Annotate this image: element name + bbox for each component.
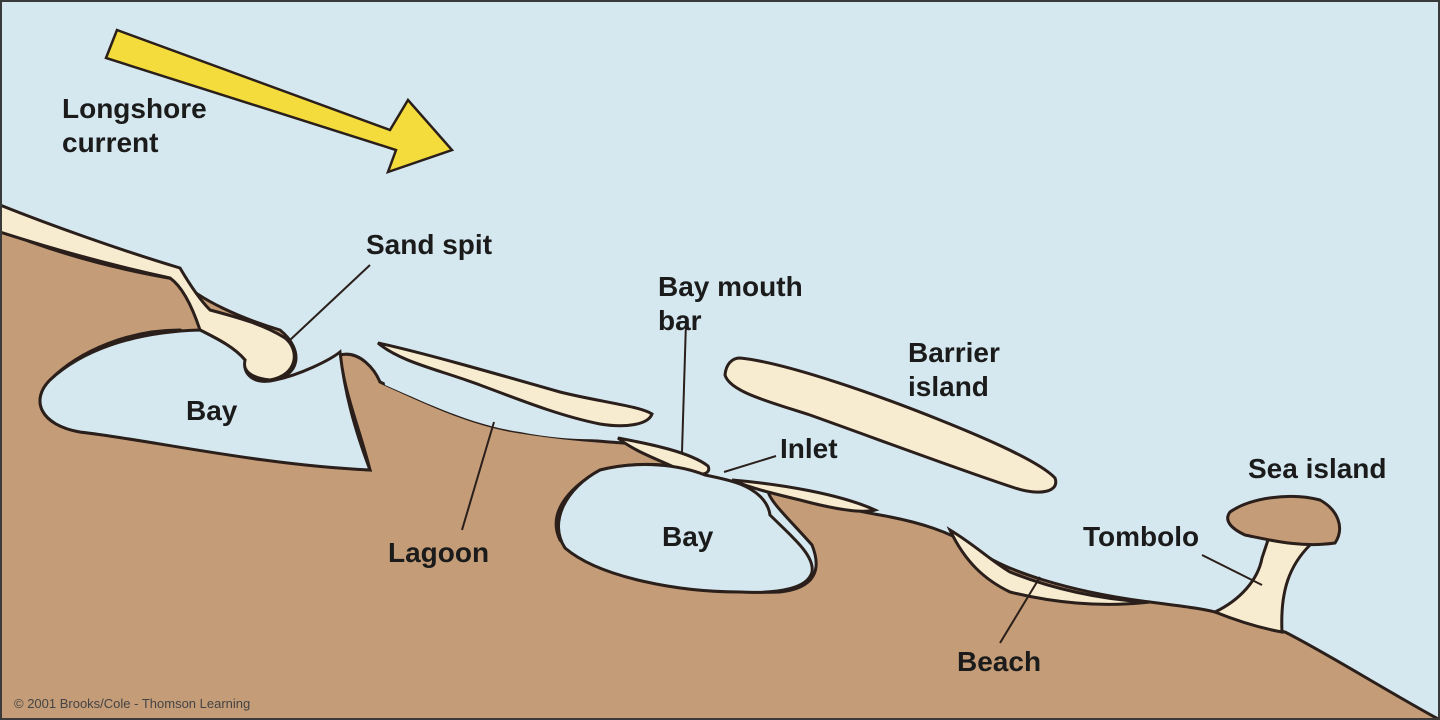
leader-lagoon [461,421,495,531]
label-longshore-line1: Longshore [62,93,207,124]
leader-tombolo [1201,554,1263,586]
copyright-credit: © 2001 Brooks/Cole - Thomson Learning [14,696,251,711]
inlet-spit [731,478,880,513]
label-barrier-line2: island [908,371,989,402]
label-barrier-line1: Barrier [908,337,1000,368]
label-sand-spit: Sand spit [366,229,493,260]
longshore-current-arrow [104,28,455,175]
label-bay-mouth-line2: bar [658,305,702,336]
leader-bay-mouth-bar [681,321,687,453]
leader-sand-spit [289,264,371,341]
label-tombolo: Tombolo [1083,521,1200,552]
label-inlet: Inlet [780,433,838,464]
leader-inlet [723,455,777,473]
label-bay-left: Bay [186,395,238,426]
label-longshore-line2: current [62,127,159,158]
center-bay [557,463,814,594]
leader-beach [999,576,1041,644]
beach [946,526,1151,606]
sea-island [1226,494,1341,547]
label-sea-island: Sea island [1248,453,1387,484]
label-lagoon: Lagoon [388,537,490,568]
lagoon [382,362,640,440]
barrier-island [723,356,1058,494]
left-bay [38,328,373,472]
label-bay-mouth-line1: Bay mouth [658,271,803,302]
label-beach: Beach [957,646,1042,677]
label-bay-center: Bay [662,521,714,552]
lagoon-barrier [377,341,654,428]
